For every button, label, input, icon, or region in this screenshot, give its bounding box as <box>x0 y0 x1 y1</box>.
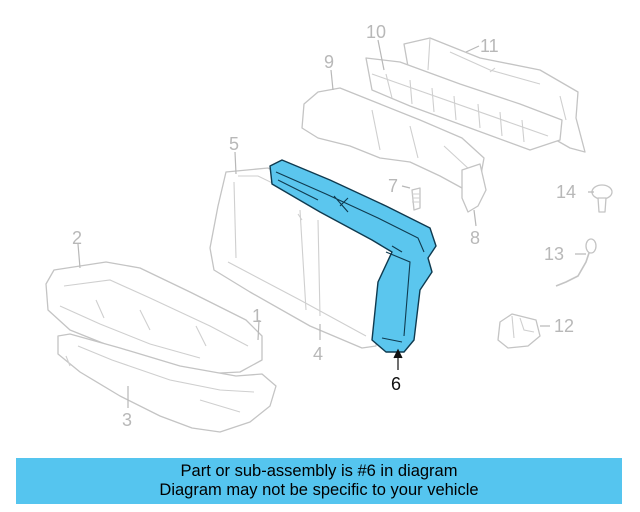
callouts: 1 2 3 4 5 6 7 8 9 10 11 12 13 14 <box>72 22 576 430</box>
part-9-upper-cushion <box>301 87 485 189</box>
banner-line-1: Part or sub-assembly is #6 in diagram <box>180 462 458 480</box>
callout-7: 7 <box>388 176 398 196</box>
callout-9: 9 <box>324 52 334 72</box>
callout-4: 4 <box>313 344 323 364</box>
part-10-upper-frame <box>365 57 563 151</box>
callout-10: 10 <box>366 22 386 42</box>
callout-3: 3 <box>122 410 132 430</box>
info-banner: Part or sub-assembly is #6 in diagram Di… <box>16 458 622 504</box>
callout-1: 1 <box>252 306 262 326</box>
callout-12: 12 <box>554 316 574 336</box>
callout-13: 13 <box>544 244 564 264</box>
part-6-seat-back-frame <box>269 159 437 353</box>
callout-5: 5 <box>229 134 239 154</box>
part-8-side-bolster <box>461 163 487 213</box>
banner-line-2: Diagram may not be specific to your vehi… <box>159 481 479 499</box>
callout-11: 11 <box>480 36 499 56</box>
callout-2: 2 <box>72 228 82 248</box>
part-14-clip <box>591 184 613 213</box>
callout-8: 8 <box>470 228 480 248</box>
part-1-seat-cushion <box>45 261 263 375</box>
callout-6: 6 <box>391 374 401 394</box>
callout-14: 14 <box>556 182 576 202</box>
part-7-bolt <box>411 187 421 211</box>
part-3-seat-frame <box>57 333 277 433</box>
leader-lines <box>77 39 594 408</box>
part-12-bracket <box>497 313 541 349</box>
part-13-latch-cable <box>555 238 597 287</box>
